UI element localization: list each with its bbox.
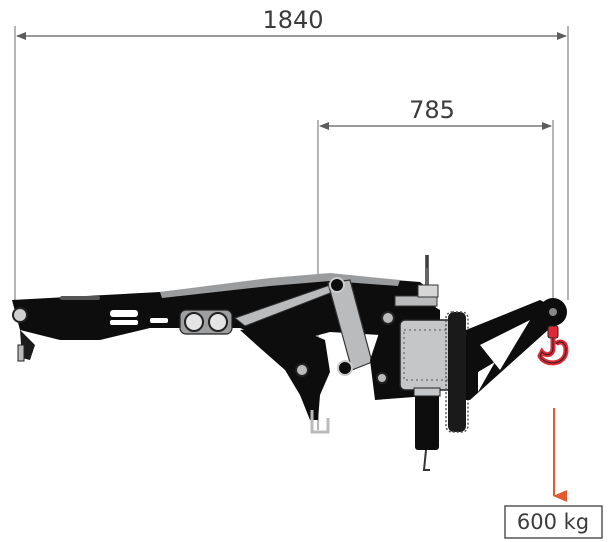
jib-cutout-small [478, 362, 495, 392]
hook-icon [537, 325, 569, 366]
frame-pivot [381, 311, 395, 325]
dimension-label-reach: 785 [409, 96, 455, 124]
twin-cylinder-b [208, 312, 228, 332]
crane-jib [466, 300, 560, 400]
boom-end-pin [12, 307, 28, 323]
hydraulic-pivot-lower [337, 360, 353, 376]
mast-hook-handle [310, 410, 330, 434]
mast-pivot [295, 363, 309, 377]
load-label-box [504, 505, 603, 539]
boom-slot [110, 320, 138, 325]
drive-motor-cap [413, 387, 441, 397]
motor-linkage [394, 295, 438, 307]
gear-disc [448, 312, 466, 432]
frame-pivot-lower [376, 372, 388, 384]
boom-slot [60, 296, 100, 300]
crane-lower-mast [240, 325, 330, 420]
dimension-reach: 785 [317, 96, 554, 430]
boom-slot [150, 318, 168, 323]
motor-linkage-cap [417, 284, 439, 298]
jib-cutout [480, 320, 530, 370]
motor-linkage-post [425, 255, 429, 295]
load-label: 600 kg [517, 510, 589, 534]
drive-motor [415, 392, 439, 450]
dimension-overall-length: 1840 [14, 6, 569, 300]
hydraulic-pivot [329, 277, 345, 293]
twin-cylinder-a [184, 312, 204, 332]
load-indicator: 600 kg [504, 408, 603, 539]
boom-left-handle [17, 344, 25, 362]
boom-slot [110, 310, 138, 317]
drive-motor-cable [422, 449, 430, 471]
dimension-label-overall: 1840 [262, 6, 323, 34]
sheave-hub [549, 308, 557, 316]
crane-illustration [12, 255, 569, 471]
